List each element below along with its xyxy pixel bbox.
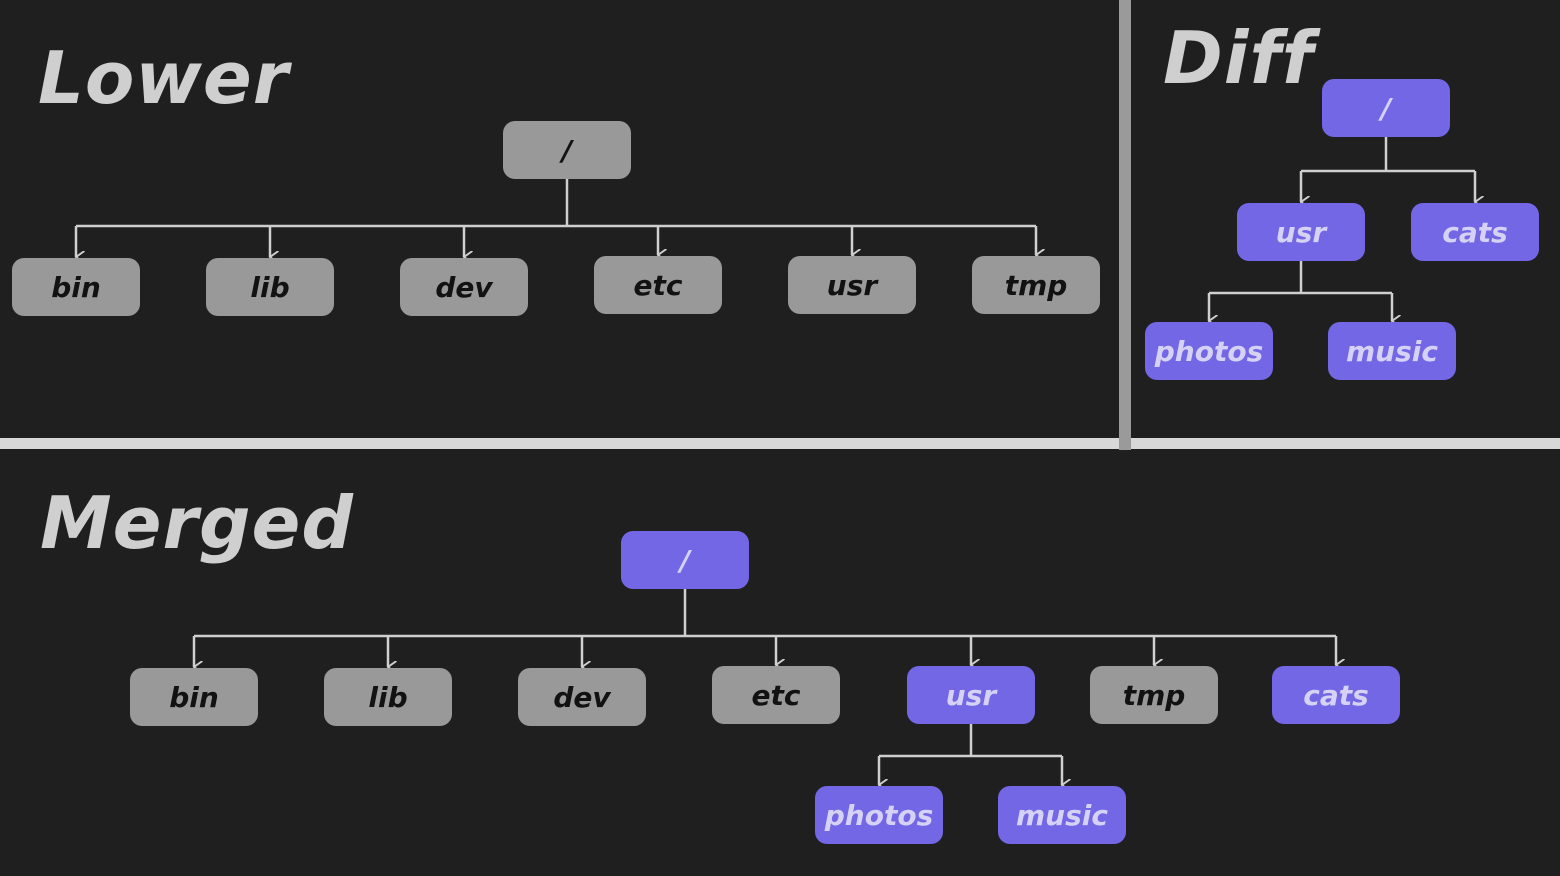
lower-node-tmp: tmp [972, 256, 1100, 314]
merged-node-usr: usr [907, 666, 1035, 724]
horizontal-divider [0, 438, 1560, 449]
merged-root-node: / [621, 531, 749, 589]
merged-node-lib: lib [324, 668, 452, 726]
lower-node-bin: bin [12, 258, 140, 316]
merged-node-music: music [998, 786, 1126, 844]
vertical-divider [1119, 0, 1131, 450]
merged-node-tmp: tmp [1090, 666, 1218, 724]
lower-node-dev: dev [400, 258, 528, 316]
merged-node-etc: etc [712, 666, 840, 724]
diff-node-music: music [1328, 322, 1456, 380]
lower-node-lib: lib [206, 258, 334, 316]
diff-node-usr: usr [1237, 203, 1365, 261]
diff-node-cats: cats [1411, 203, 1539, 261]
merged-node-cats: cats [1272, 666, 1400, 724]
lower-node-etc: etc [594, 256, 722, 314]
merged-node-dev: dev [518, 668, 646, 726]
lower-title: Lower [38, 36, 290, 120]
merged-node-photos: photos [815, 786, 943, 844]
diff-title: Diff [1163, 16, 1315, 100]
merged-node-bin: bin [130, 668, 258, 726]
diff-node-photos: photos [1145, 322, 1273, 380]
merged-title: Merged [40, 481, 354, 565]
lower-node-usr: usr [788, 256, 916, 314]
diff-root-node: / [1322, 79, 1450, 137]
lower-root-node: / [503, 121, 631, 179]
